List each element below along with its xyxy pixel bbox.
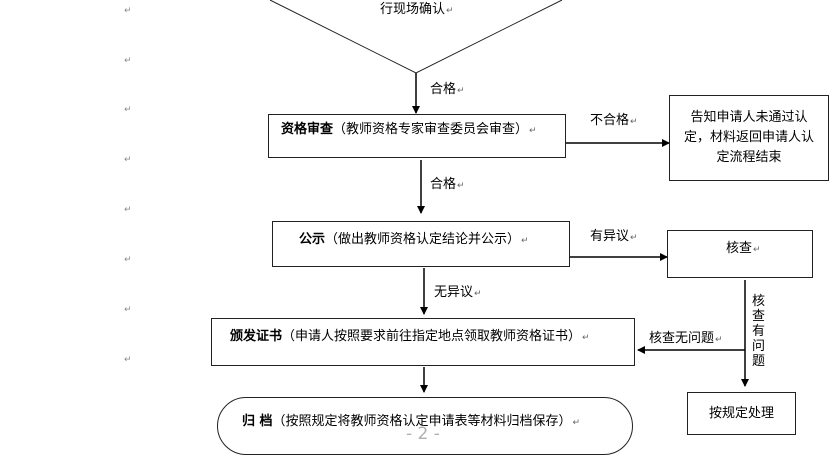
return-mark: ↵ <box>124 305 132 315</box>
notify-node: 告知申请人未通过认定，材料返回申请人认定流程结束 <box>669 95 829 181</box>
certificate-node: 颁发证书（申请人按照要求前往指定地点领取教师资格证书）↵ <box>211 318 635 366</box>
return-mark: ↵ <box>753 245 761 255</box>
return-mark: ↵ <box>124 255 132 265</box>
return-mark: ↵ <box>572 418 581 428</box>
pass-label: 合格 <box>430 82 457 97</box>
top-node-label: 行现场确认 <box>380 2 446 17</box>
return-mark: ↵ <box>124 155 132 165</box>
edge-label-pass-2: 合格↵ <box>430 177 465 194</box>
return-mark: ↵ <box>582 333 590 343</box>
return-mark: ↵ <box>630 233 638 243</box>
handle-text: 按规定处理 <box>708 405 774 421</box>
verify-node: 核查↵ <box>667 230 813 278</box>
return-mark: ↵ <box>715 335 723 345</box>
publicity-title: 公示 <box>299 232 326 247</box>
review-title: 资格审查 <box>281 122 334 137</box>
archive-title: 归 档 <box>242 414 273 429</box>
top-node-text: 行现场确认↵ <box>380 2 454 19</box>
return-mark: ↵ <box>124 205 132 215</box>
return-mark: ↵ <box>446 6 454 16</box>
pass-label: 合格 <box>430 177 457 192</box>
archive-node: 归 档（按照规定将教师资格认定申请表等材料归档保存）↵ <box>217 397 633 455</box>
publicity-node: 公示（做出教师资格认定结论并公示）↵ <box>272 221 570 267</box>
return-mark: ↵ <box>474 289 482 299</box>
edge-label-verified-problem: 核查有问题 <box>752 294 766 369</box>
verified-ok-label: 核查无问题 <box>649 331 715 346</box>
notify-text: 告知申请人未通过认定，材料返回申请人认定流程结束 <box>683 110 814 165</box>
return-mark: ↵ <box>457 86 465 96</box>
certificate-detail: （申请人按照要求前往指定地点领取教师资格证书） <box>282 329 582 344</box>
handle-node: 按规定处理 <box>687 392 796 435</box>
return-mark: ↵ <box>124 355 132 365</box>
no-objection-label: 无异议 <box>434 285 474 300</box>
return-mark: ↵ <box>457 181 465 191</box>
publicity-detail: （做出教师资格认定结论并公示） <box>325 232 521 247</box>
edge-label-objection: 有异议↵ <box>590 229 638 246</box>
edge-label-fail: 不合格↵ <box>590 113 638 130</box>
return-mark: ↵ <box>630 117 638 127</box>
objection-label: 有异议 <box>590 229 630 244</box>
return-mark: ↵ <box>529 126 537 136</box>
return-mark: ↵ <box>124 6 132 16</box>
return-mark: ↵ <box>124 56 132 66</box>
fail-label: 不合格 <box>590 113 630 128</box>
page-number: - 2 - <box>406 424 440 444</box>
edge-label-verified-ok: 核查无问题↵ <box>649 331 723 348</box>
verify-text: 核查 <box>726 241 753 256</box>
edge-label-no-objection: 无异议↵ <box>434 285 482 302</box>
review-node: 资格审查（教师资格专家审查委员会审查）↵ <box>268 114 566 158</box>
return-mark: ↵ <box>124 105 132 115</box>
review-detail: （教师资格专家审查委员会审查） <box>333 122 529 137</box>
archive-detail: （按照规定将教师资格认定申请表等材料归档保存） <box>272 414 572 429</box>
edge-label-pass-1: 合格↵ <box>430 82 465 99</box>
return-mark: ↵ <box>521 236 529 246</box>
certificate-title: 颁发证书 <box>230 329 283 344</box>
